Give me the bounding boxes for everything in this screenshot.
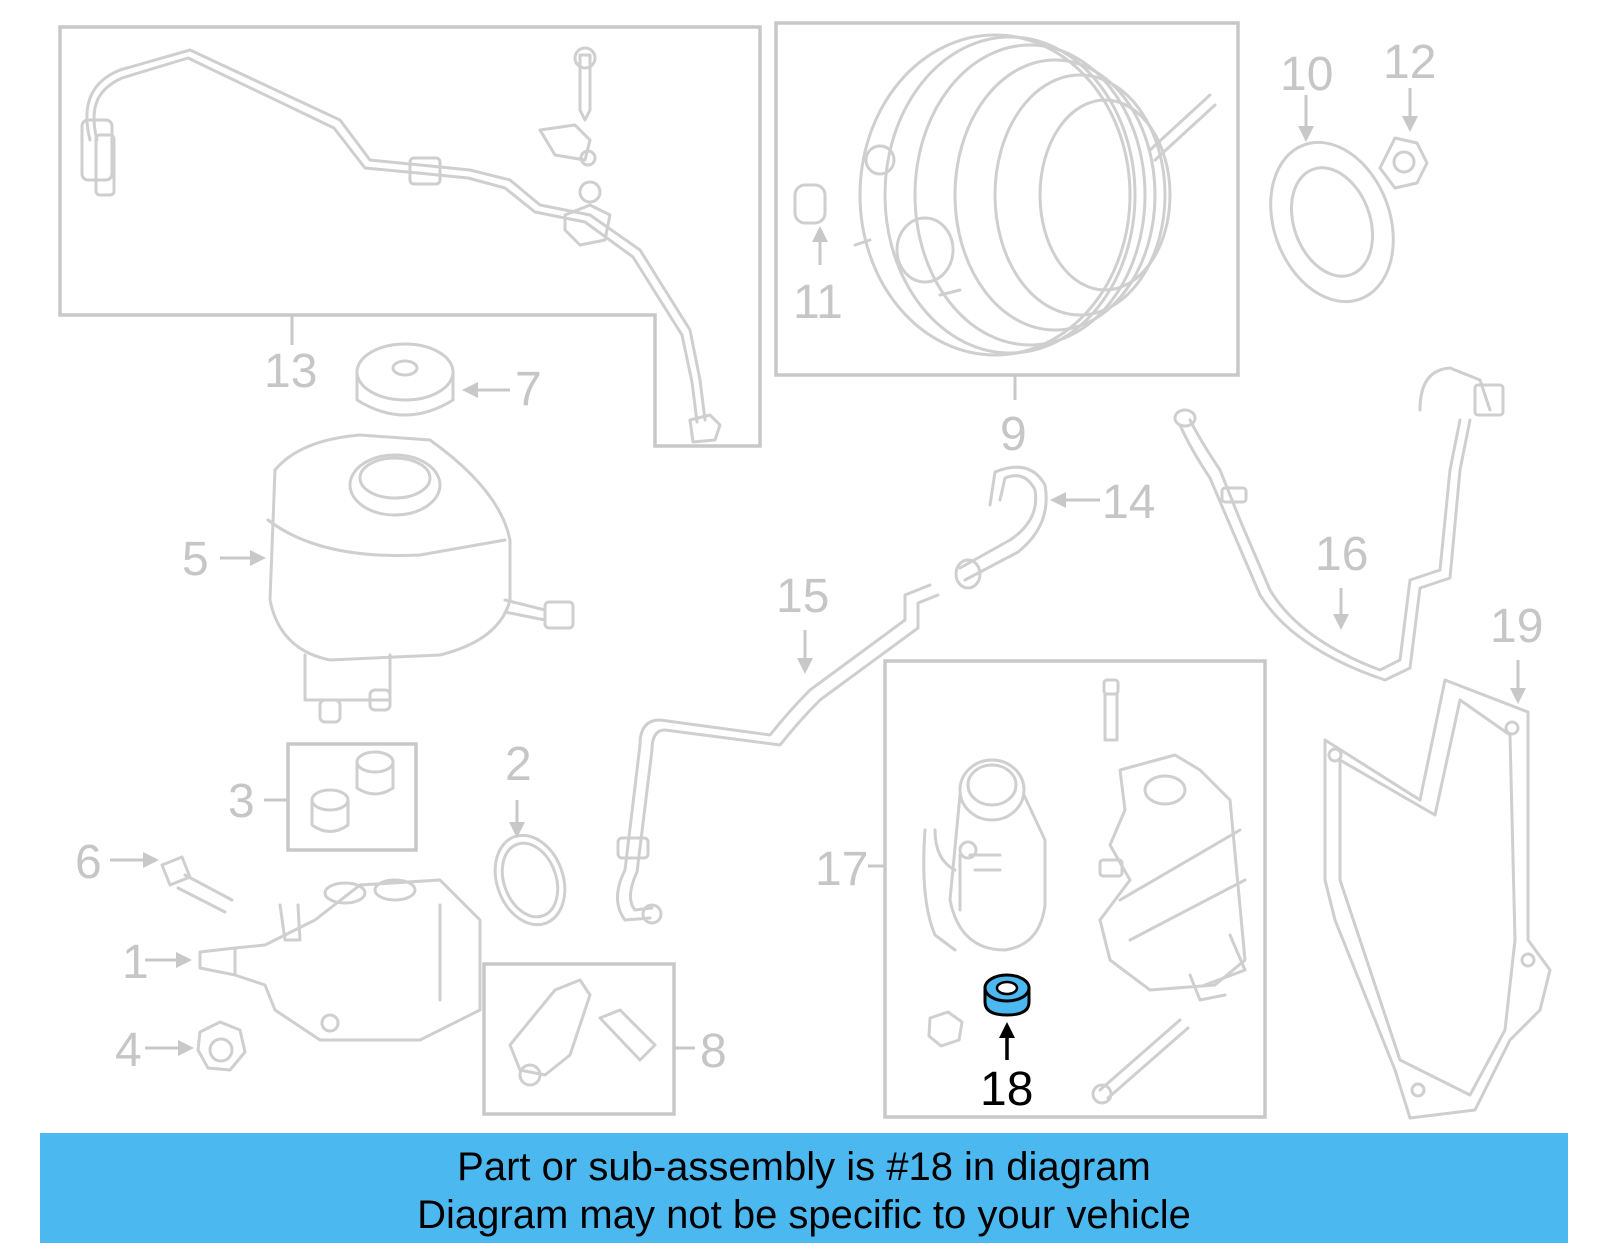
part-8-sensor-kit — [482, 962, 695, 1116]
part-16-vacuum-line — [1173, 366, 1505, 682]
banner-line-2: Diagram may not be specific to your vehi… — [417, 1193, 1191, 1237]
info-banner: Part or sub-assembly is #18 in diagram D… — [40, 1133, 1568, 1243]
callout-15: 15 — [776, 570, 829, 623]
part-12-nut — [1378, 88, 1429, 190]
part-6-bolt — [110, 852, 234, 914]
callout-5: 5 — [182, 533, 209, 586]
callout-2: 2 — [505, 738, 532, 791]
part-4-nut — [145, 1020, 247, 1072]
part-17-vacuum-pump-assembly — [868, 659, 1267, 1119]
part-14-vacuum-hose — [954, 465, 1100, 590]
callout-16: 16 — [1315, 528, 1368, 581]
part-11-grommet — [812, 226, 828, 265]
callout-12: 12 — [1383, 36, 1436, 89]
callout-6: 6 — [75, 836, 102, 889]
part-19-heat-shield — [1323, 660, 1552, 1120]
part-5-fluid-reservoir — [220, 433, 575, 724]
callout-8: 8 — [700, 1025, 727, 1078]
banner-line-1: Part or sub-assembly is #18 in diagram — [457, 1145, 1151, 1189]
part-15-vacuum-tube — [616, 583, 940, 925]
callout-14: 14 — [1102, 476, 1155, 529]
callout-3: 3 — [228, 775, 255, 828]
callout-7: 7 — [515, 363, 542, 416]
callout-1: 1 — [122, 936, 149, 989]
callout-17: 17 — [815, 843, 868, 896]
callout-19: 19 — [1490, 600, 1543, 653]
part-3-reservoir-grommets — [264, 742, 418, 852]
callout-13: 13 — [264, 345, 317, 398]
callout-4: 4 — [115, 1024, 142, 1077]
part-7-reservoir-cap — [355, 342, 510, 417]
callout-18: 18 — [980, 1063, 1033, 1116]
part-18-highlighted-bushing — [983, 973, 1031, 1060]
part-1-master-cylinder — [145, 878, 482, 1042]
part-13-brake-line-assembly — [58, 25, 762, 448]
part-10-gasket — [1269, 95, 1395, 304]
part-9-brake-booster — [774, 21, 1240, 400]
callout-10: 10 — [1280, 48, 1333, 101]
callout-9: 9 — [1000, 408, 1027, 461]
part-2-seal-ring — [493, 800, 567, 927]
callout-11: 11 — [793, 276, 843, 329]
